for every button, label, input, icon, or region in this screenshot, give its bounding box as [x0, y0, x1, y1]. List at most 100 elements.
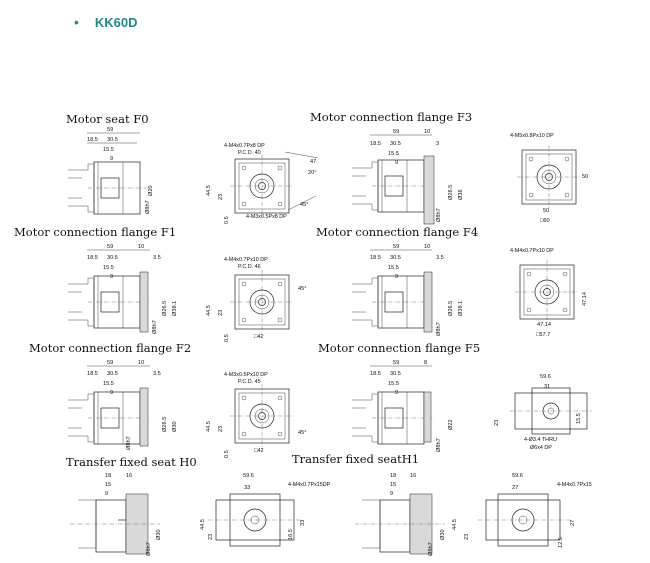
dim-20deg: 20° [308, 170, 316, 176]
title-f5: Motor connection flange F5 [318, 341, 480, 355]
dim-30-5: 30.5 [107, 371, 118, 377]
dim-44-5: 44.5 [452, 519, 458, 530]
dim-0-5: 0.5 [224, 216, 230, 224]
dim-d26-5: Ø26.5 [162, 301, 168, 316]
note-f2-pcd: P.C.D. 45 [238, 379, 261, 385]
dim-59: 59 [393, 129, 399, 135]
dim-18-5: 18.5 [87, 255, 98, 261]
dim-47: 47 [310, 159, 316, 165]
dim-27: 27 [512, 485, 518, 491]
note-f0-pcd: P.C.D. 40 [238, 150, 261, 156]
dim-10: 10 [424, 129, 430, 135]
title-h1: Transfer fixed seatH1 [292, 452, 419, 466]
dim-30-5: 30.5 [107, 255, 118, 261]
dim-18-5: 18.5 [370, 371, 381, 377]
dim-18-5: 18.5 [87, 137, 98, 143]
dim-59: 59 [393, 244, 399, 250]
section-header: • KK60D [74, 14, 138, 30]
dim-d8h7: Ø8h7 [126, 436, 132, 450]
f3-front-view: 4-M5x0.8Px10 DP 50 50 □60 [510, 133, 588, 224]
dim-9: 9 [105, 491, 108, 497]
dim-59-6: 59.6 [512, 473, 523, 479]
dim-d36: Ø36 [458, 189, 464, 200]
h0-side-view: 18 16 15 9 Ø30 Ø8h7 [70, 473, 162, 556]
dim-44-5: 44.5 [200, 519, 206, 530]
dim-15-5: 15.5 [388, 151, 399, 157]
dim-d8h7: Ø8h7 [436, 208, 442, 222]
dim-sq42: □42 [254, 334, 264, 340]
f5-front-view: 59.6 31 15.5 23 4-Ø3.4 THRU Ø6x4 DP [494, 374, 592, 451]
note-f5-dp: Ø6x4 DP [530, 445, 552, 451]
dim-30-5: 30.5 [390, 141, 401, 147]
dim-d30: Ø30 [172, 421, 178, 432]
dim-10: 10 [138, 244, 144, 250]
dim-9: 9 [395, 160, 398, 166]
note-h0-tap: 4-M4x0.7Px15DP [288, 482, 331, 488]
title-h0: Transfer fixed seat H0 [66, 455, 197, 469]
dim-33: 33 [244, 485, 250, 491]
title-f2: Motor connection flange F2 [29, 341, 191, 355]
dim-45deg: 45° [298, 430, 306, 436]
f5-side-view: 59 8 18.5 30.5 15.5 9 Ø22 Ø8h7 [351, 360, 454, 452]
dim-10: 10 [424, 244, 430, 250]
h0-front-view: 59.6 33 4-M4x0.7Px15DP 44.5 23 33 16.5 [200, 473, 331, 547]
dim-d8h7: Ø8h7 [436, 438, 442, 452]
dim-d8h7: Ø8h7 [436, 322, 442, 336]
dim-59: 59 [393, 360, 399, 366]
title-f1: Motor connection flange F1 [14, 225, 176, 239]
dim-16-5: 16.5 [288, 529, 294, 540]
dim-30-5: 30.5 [390, 371, 401, 377]
dim-30-5: 30.5 [107, 137, 118, 143]
note-f1-tap: 4-M4x0.7Px10 DP [224, 257, 268, 263]
dim-15-5: 15.5 [103, 265, 114, 271]
dim-9: 9 [110, 390, 113, 396]
dim-23: 23 [218, 194, 224, 200]
dim-18-5: 18.5 [370, 141, 381, 147]
dim-9: 9 [395, 390, 398, 396]
note-f3-tap: 4-M5x0.8Px10 DP [510, 133, 554, 139]
dim-30-5: 30.5 [390, 255, 401, 261]
dim-50-bottom: 50 [543, 208, 549, 214]
note-f2-tap: 4-M3x0.5Px10 DP [224, 372, 268, 378]
h1-front-view: 59.6 27 4-M4x0.7Px15 44.5 23 27 12.5 [452, 473, 592, 548]
dim-d8h7: Ø8h7 [152, 320, 158, 334]
dim-50-right: 50 [582, 174, 588, 180]
dim-d26-5: Ø26.5 [448, 301, 454, 316]
h1-side-view: 18 16 15 9 Ø30 Ø8h7 [355, 473, 446, 556]
dim-0-5: 0.5 [224, 334, 230, 342]
dim-12-5: 12.5 [558, 537, 564, 548]
note-f5-thru: 4-Ø3.4 THRU [524, 437, 557, 443]
title-f3: Motor connection flange F3 [310, 110, 472, 124]
dim-3: 3 [436, 141, 439, 147]
dim-d22: Ø22 [448, 419, 454, 430]
dim-44-5: 44.5 [206, 185, 212, 196]
dim-10: 10 [138, 360, 144, 366]
dim-44-5: 44.5 [206, 305, 212, 316]
dim-9: 9 [110, 274, 113, 280]
dim-59-6: 59.6 [540, 374, 551, 380]
f4-front-view: 4-M4x0.7Px10 DP 47.14 47.14 □57.7 [510, 248, 588, 338]
dim-sq42: □42 [254, 448, 264, 454]
note-f0-tap: 4-M4x0.7Px8 DP [224, 143, 265, 149]
dim-18-5: 18.5 [87, 371, 98, 377]
dim-16: 16 [126, 473, 132, 479]
dim-d38-1: Ø38.1 [458, 301, 464, 316]
dim-15-5: 15.5 [103, 147, 114, 153]
dim-16: 16 [410, 473, 416, 479]
dim-3-5: 3.5 [153, 371, 161, 377]
f2-front-view: 4-M3x0.5Px10 DP P.C.D. 45 44.5 23 0.5 □4… [206, 372, 306, 458]
dim-23: 23 [218, 426, 224, 432]
f0-side-view: 59 18.5 30.5 15.5 9 Ø20 Ø8h7 [67, 127, 154, 215]
title-f4: Motor connection flange F4 [316, 225, 478, 239]
title-f0: Motor seat F0 [66, 112, 149, 126]
dim-18: 18 [390, 473, 396, 479]
dim-sq60: □60 [540, 218, 550, 224]
dim-d30: Ø30 [440, 529, 446, 540]
bullet-icon: • [74, 14, 79, 30]
dim-15-5: 15.5 [103, 381, 114, 387]
dim-23: 23 [208, 534, 214, 540]
dim-3-5: 3.5 [153, 255, 161, 261]
dim-18: 18 [105, 473, 111, 479]
dim-59-6: 59.6 [243, 473, 254, 479]
